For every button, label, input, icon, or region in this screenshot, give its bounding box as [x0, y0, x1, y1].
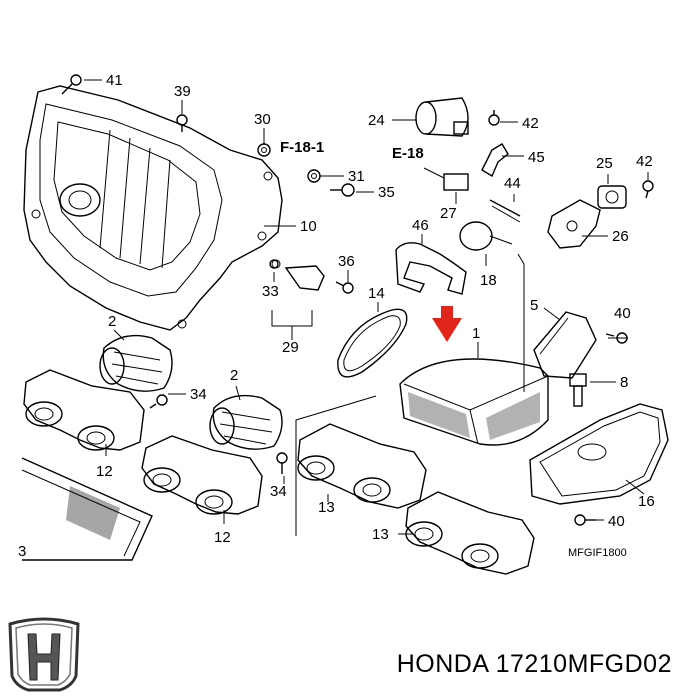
- sensor-29: [271, 259, 325, 291]
- insulator-left-upper: [23, 369, 145, 451]
- callout-46: 46: [412, 217, 429, 234]
- callout-3: 3: [18, 543, 26, 560]
- parts-diagram: 41 39 30 31 35 10 36 33 29 24 42 45 27 4…: [18, 72, 669, 575]
- bolt-39: [176, 114, 188, 132]
- mount-25: [597, 185, 627, 209]
- highlight-arrow-icon: [432, 306, 462, 342]
- callout-30: 30: [254, 111, 271, 128]
- air-filter-element: [399, 358, 549, 446]
- insulator-left-lower: [141, 435, 263, 515]
- valve-18: [459, 221, 513, 251]
- hose-45: [481, 143, 509, 178]
- connecting-tube-left-lower: [209, 394, 283, 450]
- callout-1: 1: [472, 325, 480, 342]
- bolt-34-upper: [149, 394, 168, 409]
- callout-26: 26: [612, 228, 629, 245]
- callout-24: 24: [368, 112, 385, 129]
- washer-33: [269, 259, 279, 269]
- callout-42-upper: 42: [522, 115, 539, 132]
- callout-44: 44: [504, 175, 521, 192]
- pair-valve-27: [423, 167, 469, 191]
- callout-34-lower: 34: [270, 483, 287, 500]
- callout-39: 39: [174, 83, 191, 100]
- callout-10: 10: [300, 218, 317, 235]
- sub-air-filter-24: [415, 97, 469, 137]
- callout-5: 5: [530, 297, 538, 314]
- callout-35: 35: [378, 184, 395, 201]
- callout-42-right: 42: [636, 153, 653, 170]
- bolt-41: [61, 74, 82, 95]
- callout-25: 25: [596, 155, 613, 172]
- figure-code: MFGIF1800: [568, 547, 627, 559]
- air-cleaner-case: [23, 85, 283, 331]
- callout-40-lower: 40: [608, 513, 625, 530]
- callout-31: 31: [348, 168, 365, 185]
- callout-2-lower: 2: [230, 367, 238, 384]
- callout-40-upper: 40: [614, 305, 631, 322]
- part-number-caption: HONDA 17210MFGD02: [396, 650, 672, 678]
- insulator-middle-upper: [297, 423, 427, 509]
- bolt-34-lower: [276, 452, 288, 474]
- callout-8: 8: [620, 374, 628, 391]
- callout-34-upper: 34: [190, 386, 207, 403]
- callout-13-upper: 13: [318, 499, 335, 516]
- element-panel-3: [21, 457, 153, 561]
- reference-e-18: E-18: [392, 145, 424, 162]
- air-cleaner-cover: [529, 403, 669, 505]
- rod-44: [489, 199, 521, 223]
- drain-plug-8: [569, 373, 587, 407]
- callout-18: 18: [480, 272, 497, 289]
- grommet-30: [257, 143, 271, 157]
- connecting-tube-left-upper: [99, 334, 173, 392]
- callout-29: 29: [282, 339, 299, 356]
- callout-16: 16: [638, 493, 655, 510]
- callout-labels: 41 39 30 31 35 10 36 33 29 24 42 45 27 4…: [18, 72, 655, 560]
- seal-ring: [337, 308, 408, 378]
- insulator-middle-lower: [405, 491, 535, 575]
- leader-lines: [84, 79, 649, 535]
- honda-logo-icon: [8, 617, 80, 692]
- callout-41: 41: [106, 72, 123, 89]
- reference-f-18-1: F-18-1: [280, 139, 324, 156]
- bolt-42-upper: [488, 110, 500, 126]
- callout-33: 33: [262, 283, 279, 300]
- callout-12-lower: 12: [214, 529, 231, 546]
- drain-cover-5: [533, 311, 597, 379]
- hose-46: [395, 242, 467, 295]
- callout-14: 14: [368, 285, 385, 302]
- callout-27: 27: [440, 205, 457, 222]
- callout-45: 45: [528, 149, 545, 166]
- screw-36: [335, 281, 354, 294]
- callout-12-upper: 12: [96, 463, 113, 480]
- callout-13-lower: 13: [372, 526, 389, 543]
- callout-2-upper: 2: [108, 313, 116, 330]
- callout-36: 36: [338, 253, 355, 270]
- bolt-42-right: [642, 180, 654, 199]
- bracket-26: [547, 199, 601, 249]
- bolt-35: [330, 183, 355, 197]
- collar-31: [307, 169, 321, 183]
